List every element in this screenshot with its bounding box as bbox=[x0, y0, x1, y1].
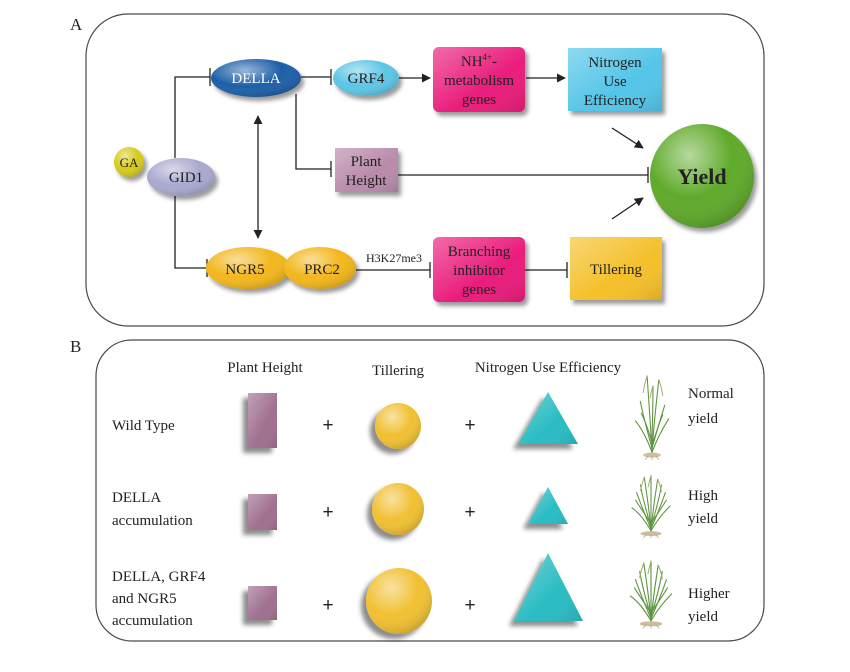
ngr5-label: NGR5 bbox=[225, 262, 264, 278]
panel-b-label: B bbox=[70, 337, 81, 356]
nue-line3: Efficiency bbox=[584, 93, 647, 109]
ga-label: GA bbox=[120, 155, 139, 170]
node-yield: Yield bbox=[650, 124, 754, 228]
tillering-circle bbox=[372, 483, 424, 535]
nh4-genes-line1: NH4+- bbox=[461, 52, 497, 70]
node-tillering: Tillering bbox=[570, 237, 662, 300]
panel-a: A GID1 bbox=[70, 13, 765, 327]
edge-della-inhibits-plant-height bbox=[295, 94, 331, 170]
tillering-circle bbox=[375, 403, 421, 449]
yield-outcome-line2: yield bbox=[688, 411, 718, 427]
nh4-genes-line3: genes bbox=[462, 92, 496, 108]
nh4-suffix: - bbox=[492, 54, 497, 70]
gid1-label: GID1 bbox=[169, 170, 203, 186]
plant-height-line1: Plant bbox=[351, 154, 383, 170]
yield-label: Yield bbox=[677, 164, 726, 189]
grf4-label: GRF4 bbox=[348, 71, 385, 87]
node-della: DELLA bbox=[211, 59, 301, 97]
edge-tillering-to-yield bbox=[611, 197, 644, 220]
nh4-genes-line2: metabolism bbox=[444, 73, 514, 89]
plant-height-rect bbox=[248, 494, 277, 530]
plus-sign: + bbox=[322, 415, 333, 436]
plant-height-rect bbox=[248, 586, 277, 620]
column-header-nitrogen-use-efficiency: Nitrogen Use Efficiency bbox=[475, 360, 622, 376]
yield-outcome-line1: Normal bbox=[688, 386, 734, 402]
node-ngr5: NGR5 bbox=[206, 247, 290, 289]
node-gid1: GID1 bbox=[147, 158, 215, 196]
row-label-line1: DELLA bbox=[112, 490, 161, 506]
node-ga: GA bbox=[114, 147, 144, 177]
row-label-line3: accumulation bbox=[112, 613, 193, 629]
plus-sign: + bbox=[322, 595, 333, 616]
row-label-line2: and NGR5 bbox=[112, 591, 177, 607]
plus-sign: + bbox=[464, 595, 475, 616]
h3k27me3-label: H3K27me3 bbox=[366, 251, 422, 265]
plus-sign: + bbox=[322, 502, 333, 523]
nh4-base: NH bbox=[461, 54, 483, 70]
plant-height-line2: Height bbox=[346, 173, 388, 189]
connectors bbox=[174, 68, 649, 278]
branching-line2: inhibitor bbox=[453, 263, 505, 279]
node-nh4-metabolism-genes: NH4+- metabolism genes bbox=[433, 47, 525, 112]
column-header-tillering: Tillering bbox=[372, 363, 424, 379]
row-label: Wild Type bbox=[112, 418, 175, 434]
nue-line1: Nitrogen bbox=[588, 55, 642, 71]
plant-height-rect bbox=[248, 393, 277, 448]
panel-a-label: A bbox=[70, 15, 83, 34]
prc2-label: PRC2 bbox=[304, 262, 340, 278]
tillering-circle bbox=[366, 568, 432, 634]
della-label: DELLA bbox=[231, 71, 280, 87]
yield-outcome-line1: Higher bbox=[688, 586, 730, 602]
yield-outcome-line2: yield bbox=[688, 511, 718, 527]
edge-nue-to-yield bbox=[611, 127, 644, 149]
nh4-superscript: 4+ bbox=[483, 52, 493, 62]
node-grf4: GRF4 bbox=[333, 60, 399, 96]
plus-sign: + bbox=[464, 415, 475, 436]
nue-line2: Use bbox=[603, 74, 627, 90]
yield-outcome-line2: yield bbox=[688, 609, 718, 625]
node-branching-inhibitor-genes: Branching inhibitor genes bbox=[433, 237, 525, 302]
node-plant-height: Plant Height bbox=[335, 148, 398, 192]
column-header-plant-height: Plant Height bbox=[227, 360, 303, 376]
row-label-line1: DELLA, GRF4 bbox=[112, 569, 206, 585]
edge-gid1-inhibits-della bbox=[174, 76, 210, 158]
branching-line1: Branching bbox=[448, 244, 511, 260]
branching-line3: genes bbox=[462, 282, 496, 298]
yield-outcome-line1: High bbox=[688, 488, 719, 504]
node-nitrogen-use-efficiency: Nitrogen Use Efficiency bbox=[568, 48, 662, 111]
plus-sign: + bbox=[464, 502, 475, 523]
node-prc2: PRC2 bbox=[284, 247, 356, 289]
edge-gid1-inhibits-ngr5 bbox=[174, 196, 207, 269]
row-label-line2: accumulation bbox=[112, 513, 193, 529]
panel-b: B Plant Height Tillering Nitrogen Use Ef… bbox=[70, 337, 765, 642]
tillering-label: Tillering bbox=[590, 262, 642, 278]
